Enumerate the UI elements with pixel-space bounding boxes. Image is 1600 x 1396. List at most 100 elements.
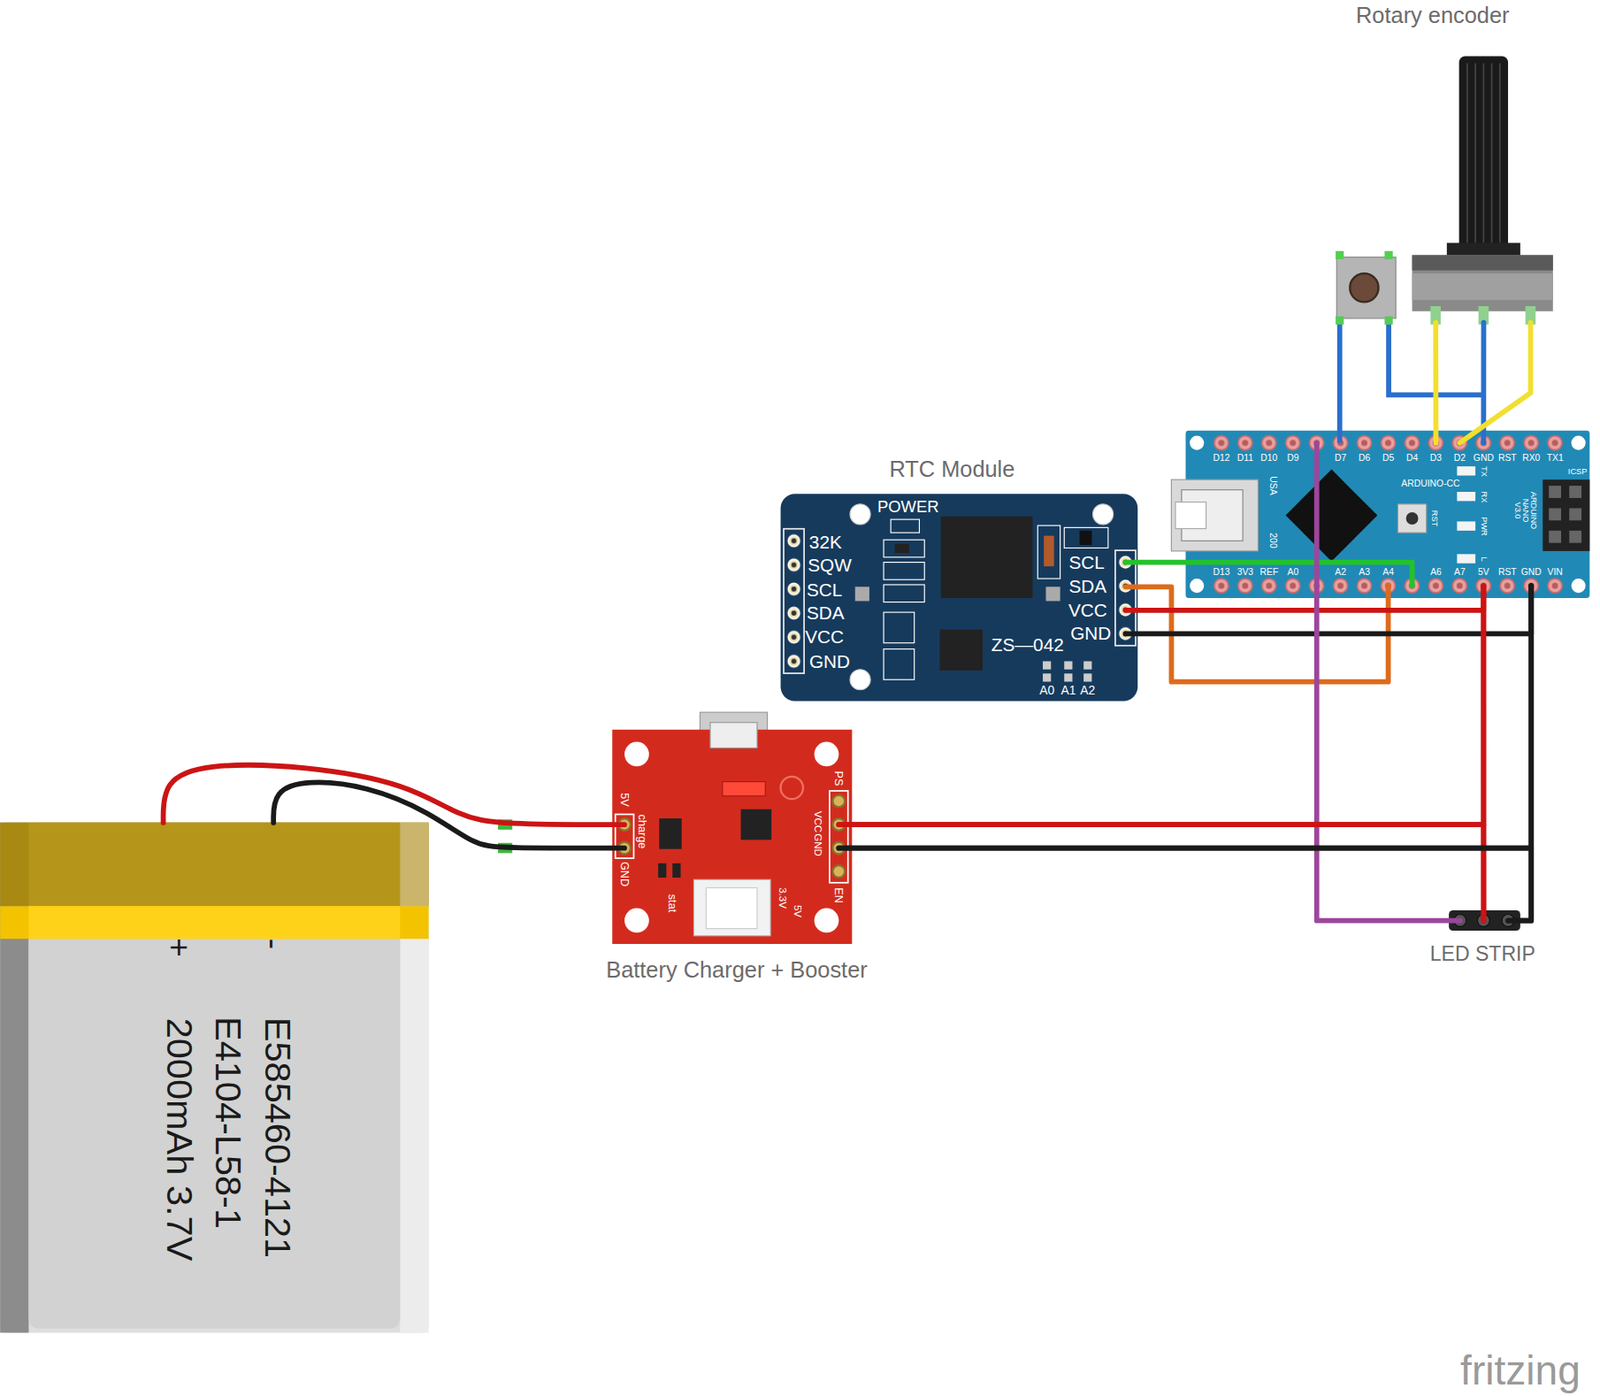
pin-label: D9 (1286, 453, 1299, 463)
smd-outline (883, 562, 925, 581)
pin-label: TX (1479, 466, 1488, 477)
pin-label: A2 (1079, 684, 1095, 697)
wire (838, 585, 1532, 849)
pin-label: D6 (1358, 453, 1371, 463)
encoder-base-top (1412, 254, 1554, 270)
smd-part (895, 543, 910, 553)
battery-side (399, 822, 429, 1333)
header-outline (615, 814, 635, 859)
icsp-header (1542, 479, 1590, 552)
ic-chip (941, 516, 1034, 598)
pin-label: 200 (1267, 533, 1277, 549)
pin-label: POWER (877, 498, 940, 515)
wire (273, 781, 625, 848)
battery-marking: E4104-L58-1 (210, 1016, 248, 1229)
ic-chip (940, 629, 983, 671)
pin-label: RST (1498, 453, 1517, 463)
pin-label: stat (666, 894, 679, 912)
pin-label: 32K (809, 532, 843, 552)
pin-label: TX1 (1546, 453, 1564, 463)
mount-hole (1189, 436, 1204, 451)
lipo-battery: +-E585460-4121E4104-L58-12000mAh 3.7V (0, 822, 429, 1333)
led (1456, 491, 1476, 501)
battery-drawing (0, 819, 513, 1333)
pin-label: D7 (1334, 453, 1347, 463)
pin-label: REF (1259, 567, 1279, 577)
button-cap (1349, 273, 1378, 302)
smd-part (1079, 530, 1093, 545)
icsp-pin (1548, 485, 1562, 498)
battery-body (0, 822, 429, 1333)
encoder-base-face (1412, 273, 1554, 300)
pin (832, 795, 845, 808)
mount-hole (849, 504, 871, 525)
diode (1043, 535, 1055, 567)
pad (1045, 586, 1060, 601)
pin-label: D5 (1382, 453, 1394, 463)
battery-band (0, 905, 429, 939)
mount-hole (814, 908, 840, 934)
pin-label: D3 (1430, 453, 1442, 463)
battery-face (28, 822, 400, 1329)
pad (1042, 660, 1051, 669)
pin-label: A2 (1334, 567, 1347, 577)
pin-label: VCC (811, 811, 823, 833)
button-leg (1335, 251, 1344, 260)
wire (1459, 322, 1531, 444)
button-leg (1384, 251, 1393, 260)
smd-outline (883, 612, 915, 644)
part-label: LED STRIP (1430, 943, 1536, 965)
pin-header (783, 528, 804, 674)
pin-label: PWR (1479, 517, 1488, 537)
pushbutton-drawing (1335, 251, 1484, 444)
pin-label: RST (1429, 510, 1438, 527)
pin-label: GND (809, 651, 850, 671)
wire (163, 765, 625, 825)
jst-connector (694, 879, 772, 935)
pin-label: GND (1473, 453, 1494, 463)
smd-outline (1064, 527, 1109, 548)
led (722, 781, 766, 797)
arduino-drawing (1171, 430, 1590, 598)
pin-label: A4 (1382, 567, 1394, 577)
pin-label: D2 (1454, 453, 1466, 463)
button-leg (1335, 316, 1344, 325)
pin-label: ARDUINO NANO V3.0 (1512, 491, 1538, 530)
pin-label: 5V (791, 904, 803, 918)
smd-part (658, 863, 667, 878)
battery-marking: E585460-4121 (259, 1017, 297, 1258)
led (1456, 466, 1476, 475)
pin-label: SQW (807, 556, 852, 575)
pin-label: D12 (1212, 453, 1230, 463)
pin-label: SCL (806, 580, 843, 599)
part-label: Battery Charger + Booster (605, 958, 867, 981)
battery-cap (28, 822, 400, 907)
encoder-base (1412, 254, 1554, 311)
diode-outline (1037, 525, 1060, 579)
arduino-nano: D12D11D10D9D7D6D5D4D3D2GNDRSTRX0TX1D133V… (1186, 430, 1591, 598)
battery-marking: + (161, 937, 195, 957)
charger-board (612, 729, 852, 944)
pin-label: A6 (1430, 567, 1442, 577)
pin-label: 5V (619, 793, 631, 808)
icsp-pin (1569, 507, 1582, 521)
icsp-pin (1548, 507, 1562, 521)
pin-label: RX0 (1522, 453, 1540, 463)
pin-label: L (1479, 557, 1488, 562)
reset-button (1397, 504, 1426, 533)
pad (1042, 673, 1051, 682)
encoder-shaft (1459, 55, 1509, 250)
battery-marking: - (257, 938, 291, 950)
shaft-ridges (1467, 63, 1501, 244)
pin-label: SDA (1068, 577, 1107, 597)
pin-label: GND (811, 833, 823, 857)
pad (1083, 660, 1092, 669)
pin-label: GND (1070, 624, 1111, 644)
smd-outline (883, 539, 925, 558)
jst-socket (705, 888, 758, 929)
inductor (780, 776, 804, 799)
wire (1432, 322, 1439, 444)
icsp-pin (1569, 530, 1582, 544)
mount-hole (624, 908, 650, 934)
pin-label: D13 (1212, 567, 1230, 577)
